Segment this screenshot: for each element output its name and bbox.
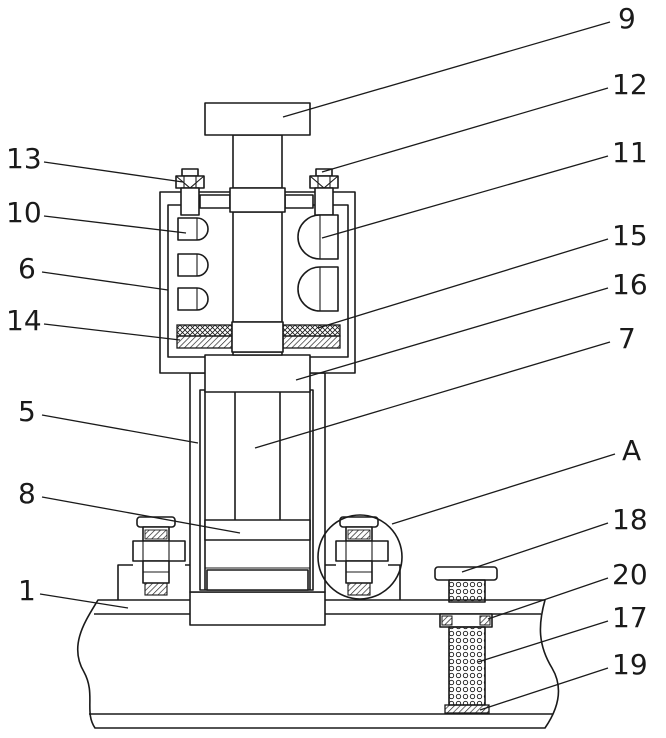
bolt-stack-left-washer [133,541,185,561]
pad-right-top [283,325,340,336]
label-17: 17 [612,601,648,634]
roller-left-2 [178,254,208,276]
label-1: 1 [18,574,36,607]
leader-6 [42,272,168,290]
post-flange-hatch-right [480,616,490,625]
connecting-block [205,355,310,392]
pad-right-bottom [283,336,340,348]
rod-upper [233,135,282,188]
label-15: 15 [612,219,648,252]
label-13: 13 [6,142,42,175]
label-5: 5 [18,395,36,428]
bolt-stack-left [133,517,185,595]
post-mesh-column [449,627,485,705]
label-12: 12 [612,68,648,101]
rod-collar [230,188,285,212]
top-plate [205,103,310,135]
post-flange-hatch-left [442,616,452,625]
pad-left-top [177,325,232,336]
pads [177,322,340,352]
leader-18 [462,523,608,572]
bolt-stack-right [336,517,388,595]
roller-left-3 [178,288,208,310]
bolt-left [176,169,204,215]
post-stem-upper [449,580,485,602]
label-11: 11 [612,136,648,169]
bolt-stack-right-upper-hatch [348,530,370,539]
cross-bar-right [285,195,313,208]
bolt-left-top [182,169,198,176]
label-8: 8 [18,477,36,510]
leader-9 [283,22,610,117]
label-14: 14 [6,304,42,337]
label-7: 7 [618,322,636,355]
label-a: A [622,434,641,467]
bolt-right-shaft [315,188,333,215]
leader-a [392,454,615,524]
label-9: 9 [618,2,636,35]
bolt-stack-right-cap [340,517,378,527]
leader-5 [42,415,198,443]
roller-right-1 [298,215,338,259]
cylinder-bottom-block [207,570,308,590]
bolt-stack-left-bottom [145,583,167,595]
label-18: 18 [612,503,648,536]
leader-12 [322,88,608,172]
bolt-right-nut [310,176,338,188]
mounting-block [190,592,325,625]
label-19: 19 [612,648,648,681]
cross-bar-left [200,195,230,208]
rollers-left [178,218,208,310]
label-6: 6 [18,252,36,285]
bolt-stack-left-upper-hatch [145,530,167,539]
rod-middle [233,212,282,322]
leader-15 [318,239,608,328]
rod-middle-collar [232,322,283,352]
bolt-stack-right-washer [336,541,388,561]
leader-13 [44,162,183,182]
leader-20 [488,578,608,619]
leader-11 [322,156,608,238]
bolt-right [310,169,338,215]
label-16: 16 [612,268,648,301]
pad-left-bottom [177,336,232,348]
roller-left-1 [178,218,208,240]
bolt-stack-left-cap [137,517,175,527]
label-10: 10 [6,196,42,229]
lower-housing-outer [190,373,325,592]
roller-right-2 [298,267,338,311]
lower-housing [190,373,325,592]
bolt-stack-right-bottom [348,583,370,595]
bolt-left-shaft [181,188,199,215]
post-cap [435,567,497,580]
label-20: 20 [612,558,648,591]
